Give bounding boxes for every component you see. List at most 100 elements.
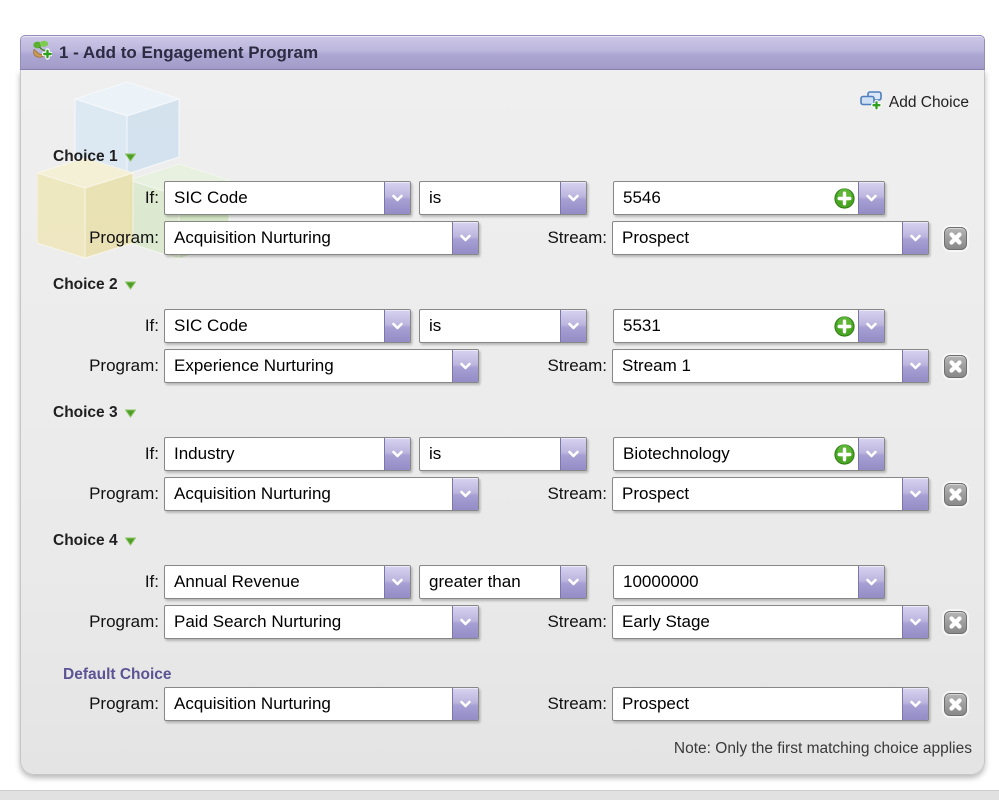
- choice-1-attribute-select[interactable]: SIC Code: [164, 181, 411, 215]
- choice-3-value-select[interactable]: Biotechnology: [613, 437, 885, 471]
- choice-block-4: Choice 4 If: Annual Revenue greater than: [21, 531, 984, 639]
- flow-step-panel: 1 - Add to Engagement Program: [20, 35, 985, 775]
- choice-4-header[interactable]: Choice 4: [21, 531, 984, 551]
- flow-step-title: 1 - Add to Engagement Program: [59, 42, 319, 62]
- if-label: If:: [144, 316, 159, 335]
- choice-3-program-select[interactable]: Acquisition Nurturing: [164, 477, 479, 511]
- x-delete-icon: [949, 487, 962, 501]
- green-caret-down-icon[interactable]: [124, 153, 136, 162]
- add-choice-row: Add Choice: [21, 70, 984, 116]
- choice-1-delete-button[interactable]: [944, 226, 967, 250]
- chevron-down-icon[interactable]: [384, 310, 410, 342]
- choice-3-operator-select[interactable]: is: [419, 437, 587, 471]
- chevron-down-icon[interactable]: [452, 350, 478, 382]
- choice-1-program-select[interactable]: Acquisition Nurturing: [164, 221, 479, 255]
- green-caret-down-icon[interactable]: [124, 537, 136, 546]
- chevron-down-icon[interactable]: [902, 350, 928, 382]
- program-label: Program:: [89, 612, 159, 631]
- choice-2-label: Choice 2: [53, 276, 118, 293]
- choice-4-operator-select[interactable]: greater than: [419, 565, 587, 599]
- choice-block-3: Choice 3 If: Industry is: [21, 403, 984, 511]
- note-text: Note: Only the first matching choice app…: [673, 740, 972, 757]
- if-label: If:: [144, 572, 159, 591]
- choice-1-stream-select[interactable]: Prospect: [612, 221, 929, 255]
- x-delete-icon: [949, 231, 962, 245]
- choice-3-attribute-select[interactable]: Industry: [164, 437, 411, 471]
- chevron-down-icon[interactable]: [560, 310, 586, 342]
- green-caret-down-icon[interactable]: [124, 281, 136, 290]
- choice-4-stream-select[interactable]: Early Stage: [612, 605, 929, 639]
- choice-2-stream-select[interactable]: Stream 1: [612, 349, 929, 383]
- default-program-select[interactable]: Acquisition Nurturing: [164, 687, 479, 721]
- choice-1-operator-select[interactable]: is: [419, 181, 587, 215]
- choice-4-delete-button[interactable]: [944, 610, 967, 634]
- choice-block-2: Choice 2 If: SIC Code is: [21, 275, 984, 383]
- x-delete-icon: [949, 359, 962, 373]
- add-choice-label: Add Choice: [888, 94, 969, 111]
- chevron-down-icon[interactable]: [902, 688, 928, 720]
- chevron-down-icon[interactable]: [858, 566, 884, 598]
- add-choice-button[interactable]: Add Choice: [860, 90, 969, 116]
- choice-4-condition-row: If: Annual Revenue greater than 10000000: [21, 565, 984, 599]
- choice-2-delete-button[interactable]: [944, 354, 967, 378]
- choice-2-program-row: Program: Experience Nurturing Stream: St…: [21, 349, 984, 383]
- chevron-down-icon[interactable]: [384, 438, 410, 470]
- choice-3-program-row: Program: Acquisition Nurturing Stream: P…: [21, 477, 984, 511]
- chevron-down-icon[interactable]: [858, 182, 884, 214]
- choice-block-1: Choice 1 If: SIC Code is: [21, 147, 984, 255]
- choice-3-label: Choice 3: [53, 404, 118, 421]
- chevron-down-icon[interactable]: [560, 566, 586, 598]
- choice-4-attribute-select[interactable]: Annual Revenue: [164, 565, 411, 599]
- default-stream-select[interactable]: Prospect: [612, 687, 929, 721]
- program-label: Program:: [89, 694, 159, 713]
- chevron-down-icon[interactable]: [452, 222, 478, 254]
- x-delete-icon: [949, 697, 962, 711]
- stream-label: Stream:: [547, 356, 607, 375]
- chevron-down-icon[interactable]: [902, 478, 928, 510]
- choice-1-program-row: Program: Acquisition Nurturing Stream: P…: [21, 221, 984, 255]
- flow-step-body: Add Choice Choice 1 If: SIC Code: [20, 70, 985, 775]
- chevron-down-icon[interactable]: [384, 182, 410, 214]
- engagement-program-add-icon: [31, 40, 54, 65]
- default-choice-delete-button[interactable]: [944, 692, 967, 716]
- chevron-down-icon[interactable]: [384, 566, 410, 598]
- choice-3-stream-select[interactable]: Prospect: [612, 477, 929, 511]
- chevron-down-icon[interactable]: [452, 606, 478, 638]
- chevron-down-icon[interactable]: [452, 688, 478, 720]
- chevron-down-icon[interactable]: [858, 438, 884, 470]
- flow-step-header[interactable]: 1 - Add to Engagement Program: [20, 35, 985, 70]
- program-label: Program:: [89, 356, 159, 375]
- default-choice-program-row: Program: Acquisition Nurturing Stream: P…: [21, 687, 984, 721]
- choice-3-header[interactable]: Choice 3: [21, 403, 984, 423]
- green-caret-down-icon[interactable]: [124, 409, 136, 418]
- choice-3-delete-button[interactable]: [944, 482, 967, 506]
- green-plus-icon[interactable]: [834, 438, 858, 470]
- stream-label: Stream:: [547, 484, 607, 503]
- chevron-down-icon[interactable]: [902, 222, 928, 254]
- choice-4-value-select[interactable]: 10000000: [613, 565, 885, 599]
- choice-1-label: Choice 1: [53, 148, 118, 165]
- choice-2-operator-select[interactable]: is: [419, 309, 587, 343]
- green-plus-icon[interactable]: [834, 310, 858, 342]
- stream-label: Stream:: [547, 612, 607, 631]
- chevron-down-icon[interactable]: [858, 310, 884, 342]
- chevron-down-icon[interactable]: [560, 438, 586, 470]
- choice-4-program-select[interactable]: Paid Search Nurturing: [164, 605, 479, 639]
- choice-1-header[interactable]: Choice 1: [21, 147, 984, 167]
- green-plus-icon[interactable]: [834, 182, 858, 214]
- choice-1-value-select[interactable]: 5546: [613, 181, 885, 215]
- stream-label: Stream:: [547, 694, 607, 713]
- choice-2-attribute-select[interactable]: SIC Code: [164, 309, 411, 343]
- if-label: If:: [144, 188, 159, 207]
- chevron-down-icon[interactable]: [902, 606, 928, 638]
- choice-2-header[interactable]: Choice 2: [21, 275, 984, 295]
- if-label: If:: [144, 444, 159, 463]
- choice-2-program-select[interactable]: Experience Nurturing: [164, 349, 479, 383]
- chevron-down-icon[interactable]: [452, 478, 478, 510]
- choice-1-condition-row: If: SIC Code is 5546: [21, 181, 984, 215]
- program-label: Program:: [89, 228, 159, 247]
- x-delete-icon: [949, 615, 962, 629]
- chevron-down-icon[interactable]: [560, 182, 586, 214]
- choice-2-value-select[interactable]: 5531: [613, 309, 885, 343]
- choice-4-program-row: Program: Paid Search Nurturing Stream: E…: [21, 605, 984, 639]
